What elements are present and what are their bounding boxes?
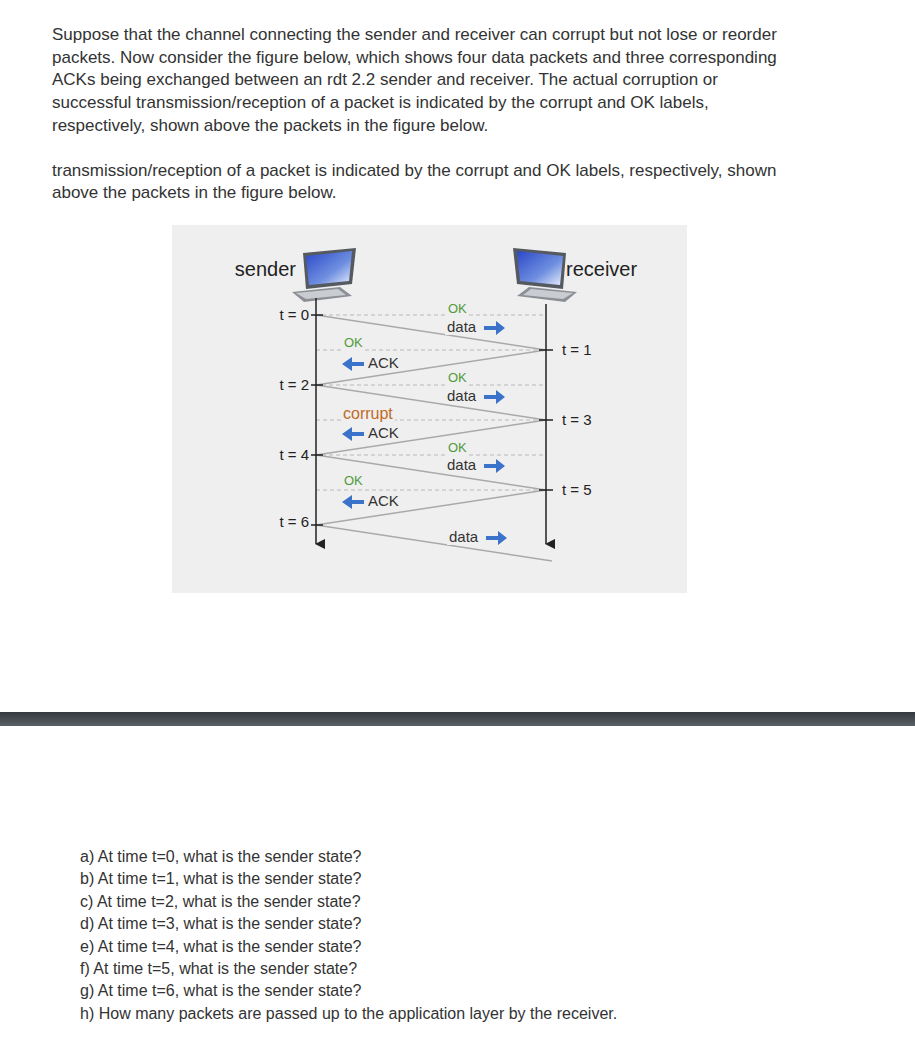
question-line: g) At time t=6, what is the sender state… [80, 980, 880, 1002]
question-line: h) How many packets are passed up to the… [80, 1003, 880, 1025]
direction-arrow [342, 321, 507, 545]
status-label: OK [446, 302, 469, 317]
intro-paragraph: Suppose that the channel connecting the … [52, 24, 800, 138]
time-label: t = 4 [277, 446, 311, 463]
timeline [309, 298, 553, 544]
packet-label: data [447, 528, 480, 545]
time-label: t = 5 [560, 481, 594, 498]
status-label: OK [446, 371, 469, 386]
computer-icon [292, 248, 356, 302]
time-label: t = 3 [560, 411, 594, 428]
question-line: f) At time t=5, what is the sender state… [80, 958, 880, 980]
host-label: sender [235, 258, 296, 281]
question-line: c) At time t=2, what is the sender state… [80, 891, 880, 913]
packet-label: ACK [366, 424, 401, 441]
host-name: sender [235, 258, 296, 280]
time-label: t = 1 [560, 341, 594, 358]
figure-panel [172, 225, 687, 593]
divider-bar [0, 712, 915, 726]
status-label: corrupt [341, 405, 395, 423]
question-line: d) At time t=3, what is the sender state… [80, 913, 880, 935]
question-line: b) At time t=1, what is the sender state… [80, 868, 880, 890]
question-line: a) At time t=0, what is the sender state… [80, 846, 880, 868]
time-label: t = 6 [277, 513, 311, 530]
host-name: receiver [566, 258, 637, 280]
intro-paragraph: transmission/reception of a packet is in… [52, 160, 800, 205]
status-label: OK [342, 336, 365, 351]
time-label: t = 0 [277, 306, 311, 323]
packet-label: ACK [366, 492, 401, 509]
packet-label: data [445, 318, 478, 335]
level-line [316, 315, 546, 490]
question-line: e) At time t=4, what is the sender state… [80, 936, 880, 958]
host-label: receiver [566, 258, 637, 281]
status-label: OK [342, 474, 365, 489]
packet-label: data [445, 456, 478, 473]
status-label: OK [446, 441, 469, 456]
packet-label: ACK [366, 354, 401, 371]
packet-line [316, 315, 552, 561]
time-label: t = 2 [277, 376, 311, 393]
packet-label: data [445, 387, 478, 404]
